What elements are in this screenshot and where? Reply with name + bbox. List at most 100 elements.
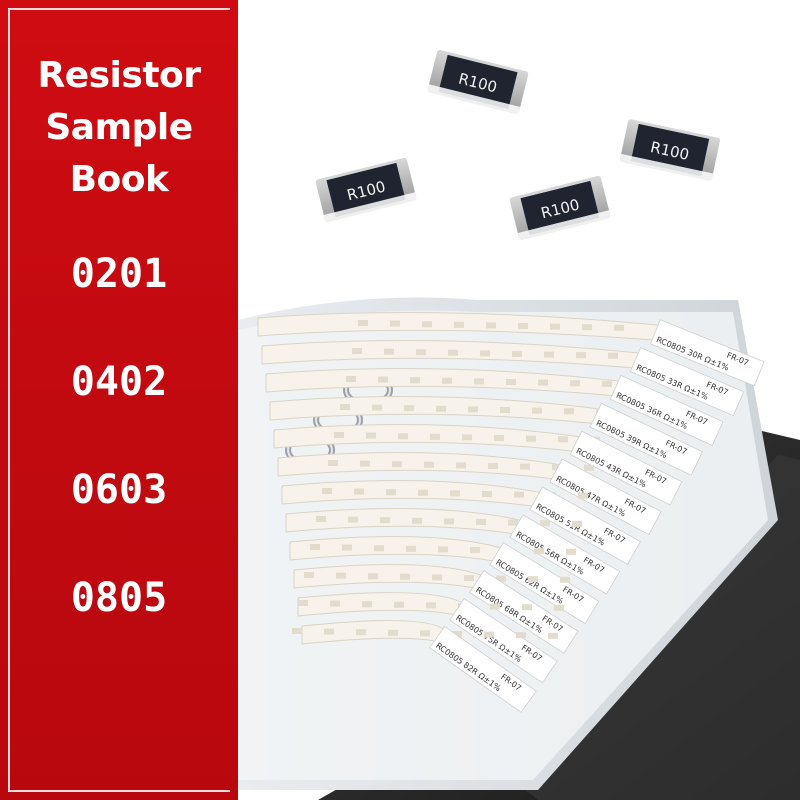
tape-pocket (360, 460, 370, 467)
chip-base (426, 84, 521, 117)
tape-pocket (508, 519, 518, 526)
tape-pocket (388, 629, 398, 636)
tape-pocket (558, 436, 568, 443)
tape-pocket (392, 461, 402, 468)
tape-pocket (570, 380, 580, 387)
tape-pocket (576, 352, 586, 359)
tape-pocket (292, 628, 302, 634)
tape-pocket (470, 547, 480, 553)
tape-pocket (614, 324, 624, 331)
tape-pocket (582, 324, 592, 331)
tape-pocket (436, 405, 446, 412)
resistor-chip: R100 (509, 175, 612, 243)
tape-pocket (330, 600, 340, 607)
tape-pocket (420, 630, 430, 637)
tape-pocket (432, 574, 442, 581)
tape-pocket (356, 629, 366, 636)
resistor-chip: R100 (619, 119, 720, 184)
tape-pocket (398, 433, 408, 440)
label-background (589, 402, 703, 476)
tape-pocket (520, 463, 530, 470)
tape-pocket (310, 544, 320, 550)
tape-pocket (486, 322, 496, 329)
tape-pocket (410, 377, 420, 384)
tape-pocket (506, 379, 516, 385)
tape-pocket (516, 632, 526, 639)
tape-pocket (394, 601, 404, 608)
tape-pocket (378, 376, 388, 383)
tape-pocket (552, 464, 562, 471)
tape-pocket (404, 405, 414, 412)
tape-pocket (526, 435, 536, 442)
tape-pocket (342, 544, 352, 551)
label-background (509, 514, 621, 595)
tape-pocket (426, 602, 436, 609)
tape-pocket (444, 518, 454, 525)
tape-pocket (514, 491, 524, 498)
tape-pocket (380, 517, 390, 524)
tape-pocket (608, 352, 618, 359)
tape-pocket (468, 406, 478, 413)
resistor-chip: R100 (426, 49, 529, 117)
tape-pocket (442, 377, 452, 384)
chip-base (619, 153, 714, 184)
tape-pocket (316, 516, 326, 522)
tape-pocket (340, 404, 350, 410)
tape-pocket (572, 520, 582, 527)
label-background (629, 347, 745, 417)
tape-pocket (544, 351, 554, 358)
tape-pocket (564, 408, 574, 415)
tape-pocket (324, 628, 334, 635)
tape-pocket (334, 432, 344, 438)
tape-pocket (358, 320, 368, 326)
tape-pocket (454, 321, 464, 328)
tape-pocket (348, 516, 358, 523)
tape-pocket (532, 407, 542, 414)
label-background (469, 570, 579, 654)
tape-pocket (560, 576, 570, 583)
tape-pocket (566, 548, 576, 555)
tape-pocket (418, 489, 428, 496)
resistor-chip: R100 (315, 157, 418, 225)
label-background (429, 625, 537, 713)
label-background (549, 458, 662, 536)
tape-pocket (522, 604, 532, 611)
tape-pocket (548, 632, 558, 639)
tape-pocket (476, 519, 486, 525)
tape-pocket (304, 572, 314, 578)
title-panel: Resistor Sample Book 0201 0402 0603 0805 (0, 0, 238, 800)
tape-pocket (450, 490, 460, 497)
tape-pocket (452, 631, 462, 637)
size-label-0603: 0603 (70, 467, 168, 513)
tape-pocket (550, 323, 560, 330)
tape-pocket (500, 407, 510, 413)
tape-pocket (384, 348, 394, 355)
chip-base (517, 210, 612, 243)
tape-pocket (438, 546, 448, 553)
tape-pocket (602, 380, 612, 387)
tape-pocket (490, 603, 500, 610)
tape-pocket (494, 435, 504, 441)
title-line-2: Sample (45, 107, 193, 148)
tape-pocket (362, 601, 372, 608)
tape-pocket (386, 489, 396, 496)
tape-pocket (430, 433, 440, 440)
tape-pocket (488, 463, 498, 469)
tape-pocket (374, 545, 384, 552)
tape-pocket (484, 631, 494, 638)
tape-pocket (538, 379, 548, 386)
tape-pocket (462, 434, 472, 441)
tape-pocket (298, 600, 308, 606)
size-label-0402: 0402 (70, 359, 168, 405)
title-line-3: Book (69, 159, 169, 200)
tape-pocket (366, 432, 376, 439)
label-background (609, 374, 724, 446)
tape-pocket (464, 575, 474, 581)
tape-pocket (390, 320, 400, 327)
